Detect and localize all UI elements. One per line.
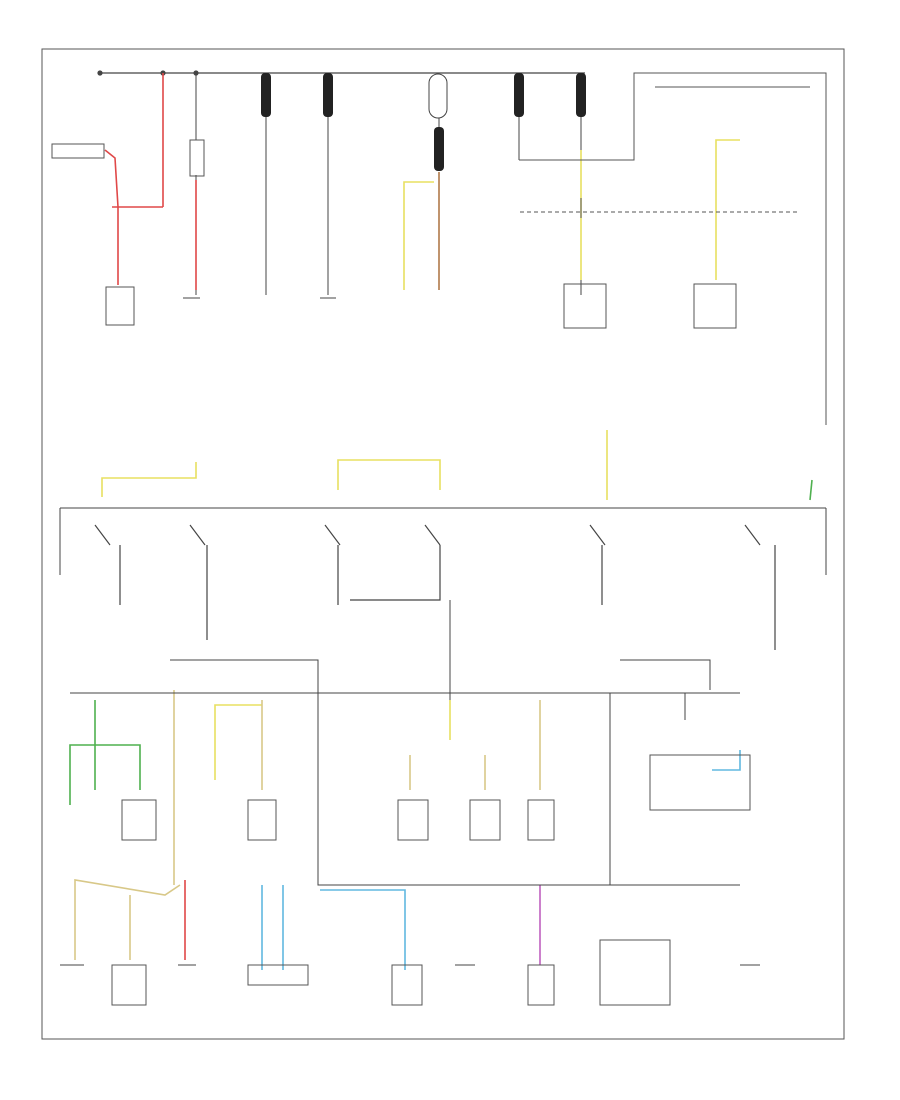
component-box [51,143,105,159]
tan-wires-lower [74,690,541,960]
component-box [527,964,555,1006]
lower-components [111,754,751,1006]
component-box [469,799,501,841]
blue-wires [261,750,741,970]
lower-distribution [70,600,740,886]
top-fuses [261,73,586,171]
top-power-bus [97,70,585,76]
green-wires [69,479,813,805]
switch-contacts [94,524,776,650]
yellow-wires [101,139,740,780]
red-wires [104,73,197,960]
component-box [397,799,429,841]
fuse-icon [261,73,271,117]
fuse-icon [576,73,586,117]
top-components [51,139,737,329]
component-box [189,139,205,177]
fuse-icon [434,127,444,171]
fuse-icon [323,73,333,117]
component-box [527,799,555,841]
component-box [693,283,737,329]
component-box [105,286,135,326]
component-box [111,964,147,1006]
circuit-breaker-icon [428,73,448,119]
ground-icons [60,297,760,966]
component-box [247,964,309,986]
component-box [563,283,607,329]
diagram-frame [41,48,845,1040]
switch-bus [59,507,827,575]
component-box [649,754,751,811]
component-box [599,939,671,1006]
fuse-icon [514,73,524,117]
component-box [121,799,157,841]
upper-right-subsystem [519,72,827,425]
component-box [247,799,277,841]
component-box [391,964,423,1006]
